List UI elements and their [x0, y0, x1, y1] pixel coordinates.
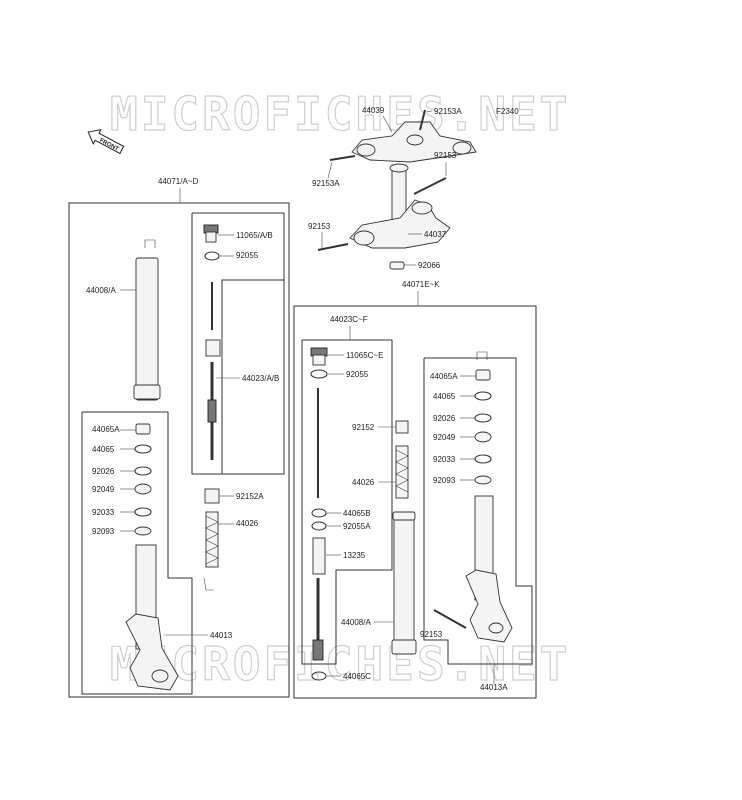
label-92026-left: 92026	[92, 467, 115, 476]
cap-bolt-left	[203, 224, 219, 243]
label-92049-left: 92049	[92, 485, 115, 494]
ring-44065b	[311, 508, 327, 518]
o-ring-92055-right	[310, 369, 328, 379]
label-44065b: 44065B	[343, 509, 371, 518]
outer-tube-frame-left	[81, 411, 193, 695]
label-92152: 92152	[352, 423, 375, 432]
nut-92152	[395, 420, 409, 434]
label-92093-right: 92093	[433, 476, 456, 485]
label-92153-right: 92153	[434, 151, 457, 160]
label-92153-left: 92153	[308, 222, 331, 231]
label-92033-left: 92033	[92, 508, 115, 517]
label-92066: 92066	[418, 261, 441, 270]
label-44008a-right: 44008/A	[341, 618, 371, 627]
watermark-top: MICROFICHES.NET	[110, 87, 570, 141]
label-11065ce: 11065C~E	[346, 351, 383, 360]
label-92026-right: 92026	[433, 414, 456, 423]
label-44065a-right: 44065A	[430, 372, 458, 381]
outer-tube-right	[465, 495, 513, 643]
label-92153a-top: 92153A	[434, 107, 462, 116]
label-44039: 44039	[362, 106, 385, 115]
label-92093-left: 92093	[92, 527, 115, 536]
label-44026-left: 44026	[236, 519, 259, 528]
lower-bracket	[349, 199, 451, 249]
label-44013a: 44013A	[480, 683, 508, 692]
cap-bolt-right	[310, 347, 328, 366]
bolt-92153-left	[317, 243, 349, 251]
label-44037: 44037	[424, 230, 447, 239]
cartridge-frame-right	[301, 339, 393, 665]
label-92055-right: 92055	[346, 370, 369, 379]
label-44065a-left: 44065A	[92, 425, 120, 434]
label-44071ek: 44071E~K	[402, 280, 440, 289]
nut-92152a	[204, 488, 220, 504]
o-ring-92055-left	[204, 251, 220, 261]
spring-left	[203, 511, 219, 591]
inner-tube-left	[133, 239, 161, 401]
o-ring-92055a	[311, 521, 327, 531]
stem-nut	[389, 261, 405, 270]
label-44065-right: 44065	[433, 392, 456, 401]
front-arrow-icon: FRONT	[87, 129, 125, 155]
cartridge-frame-left	[191, 212, 285, 475]
inner-tube-right	[391, 511, 417, 655]
label-44071ad: 44071/A~D	[158, 177, 198, 186]
label-92153-bottom: 92153	[420, 630, 443, 639]
label-44023ab: 44023/A/B	[242, 374, 279, 383]
label-44023cf: 44023C~F	[330, 315, 368, 324]
label-13235: 13235	[343, 551, 366, 560]
label-92055a: 92055A	[343, 522, 371, 531]
upper-bracket	[351, 121, 477, 163]
damper-rod-right	[312, 388, 326, 661]
label-92049-right: 92049	[433, 433, 456, 442]
label-92153a-left: 92153A	[312, 179, 340, 188]
label-44013: 44013	[210, 631, 233, 640]
assembly-frame-right	[293, 305, 537, 699]
label-44026-right: 44026	[352, 478, 375, 487]
bolt-92153A-left	[329, 155, 356, 161]
label-11065ab: 11065/A/B	[236, 231, 273, 240]
seal-stack-right	[474, 351, 492, 485]
ring-44065c	[311, 671, 327, 681]
damper-rod-left	[205, 282, 221, 460]
label-44008a-left: 44008/A	[86, 286, 116, 295]
bolt-92153A-top	[419, 109, 426, 131]
outer-tube-frame-right	[423, 357, 533, 665]
outer-tube-left	[125, 544, 179, 691]
spring-right	[395, 445, 409, 499]
label-92033-right: 92033	[433, 455, 456, 464]
label-44065c: 44065C	[343, 672, 371, 681]
label-92055-left: 92055	[236, 251, 259, 260]
label-92152a: 92152A	[236, 492, 264, 501]
ref-code: F2340	[496, 107, 519, 116]
assembly-frame-left	[68, 202, 290, 698]
bolt-92153-bottom	[433, 609, 467, 629]
bolt-92153-right	[413, 177, 447, 195]
label-44065-left: 44065	[92, 445, 115, 454]
seal-stack-left	[134, 423, 152, 536]
